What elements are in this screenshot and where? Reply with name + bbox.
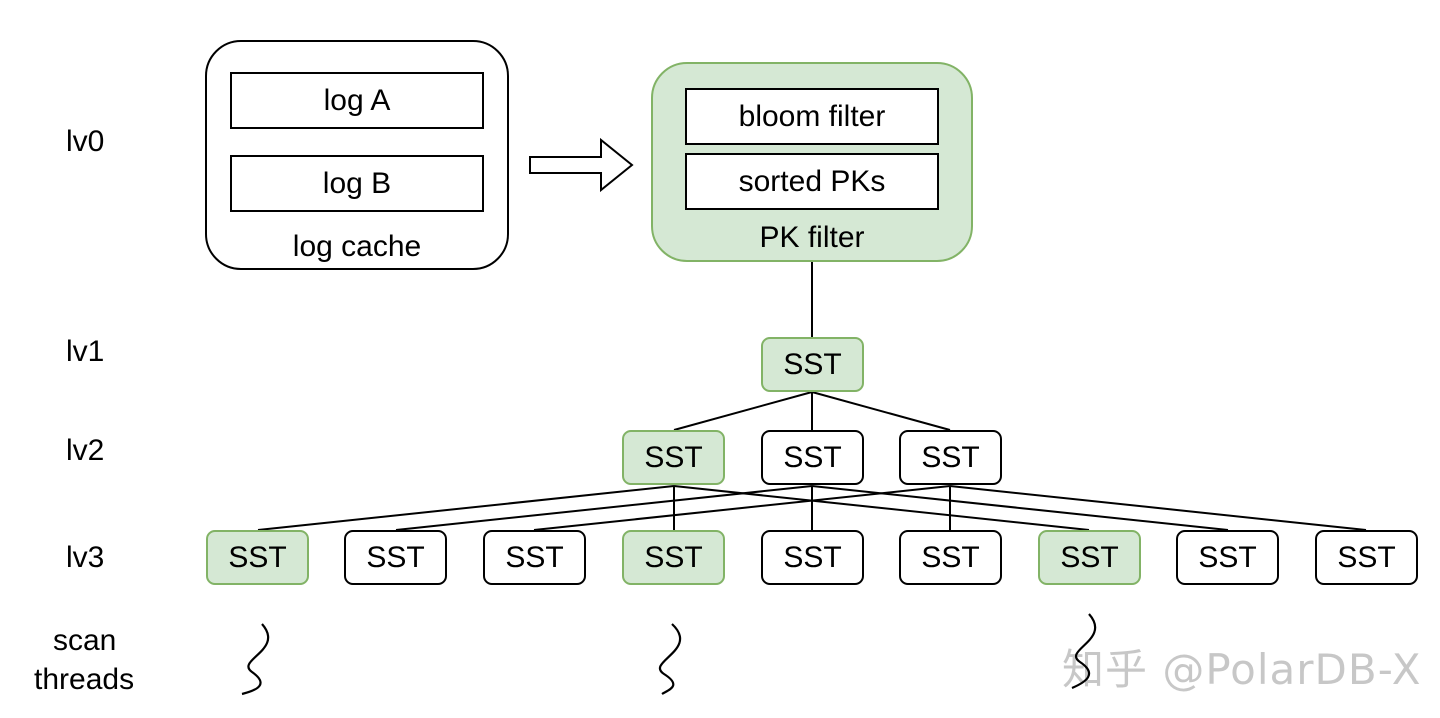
scan-thread-icon-3 [1071, 613, 1097, 690]
sst-lv1: SST [761, 337, 864, 392]
sst-lv3-1: SST [206, 530, 309, 585]
sst-lv3-3: SST [483, 530, 586, 585]
watermark: 知乎 @PolarDB-X [1062, 645, 1422, 694]
edge-lv2a-lv3-1 [257, 485, 675, 531]
sst-lv3-5: SST [761, 530, 864, 585]
log-a-box: log A [230, 72, 484, 129]
scan-threads-label-line2: threads [34, 663, 135, 696]
sst-lv3-9: SST [1315, 530, 1418, 585]
edge-lv2c-lv3-3 [533, 485, 951, 531]
edge-lv2c-lv3-9 [949, 485, 1367, 531]
log-cache-caption: log cache [292, 230, 422, 263]
sst-lv2-1: SST [622, 430, 725, 485]
sst-lv2-2: SST [761, 430, 864, 485]
level-label-lv1: lv1 [66, 335, 105, 368]
scan-threads-label-line1: scan [53, 624, 117, 657]
level-label-lv3: lv3 [66, 541, 105, 574]
pk-filter-caption: PK filter [759, 221, 865, 254]
edge-lv1-lv2-c [811, 391, 951, 431]
log-b-box: log B [230, 155, 484, 212]
sst-lv3-8: SST [1176, 530, 1279, 585]
sst-lv3-6: SST [899, 530, 1002, 585]
sst-lv3-4: SST [622, 530, 725, 585]
level-label-lv0: lv0 [66, 125, 105, 158]
arrow-icon [529, 137, 634, 193]
bloom-filter-box: bloom filter [685, 88, 939, 145]
sst-lv3-2: SST [344, 530, 447, 585]
edge-lv1-lv2-a [673, 391, 813, 431]
sorted-pks-box: sorted PKs [685, 153, 939, 210]
scan-thread-icon-1 [241, 623, 270, 696]
scan-thread-icon-2 [658, 623, 682, 695]
sst-lv2-3: SST [899, 430, 1002, 485]
edge-lv2b-lv3-2 [395, 485, 813, 531]
sst-lv3-7: SST [1038, 530, 1141, 585]
level-label-lv2: lv2 [66, 434, 105, 467]
